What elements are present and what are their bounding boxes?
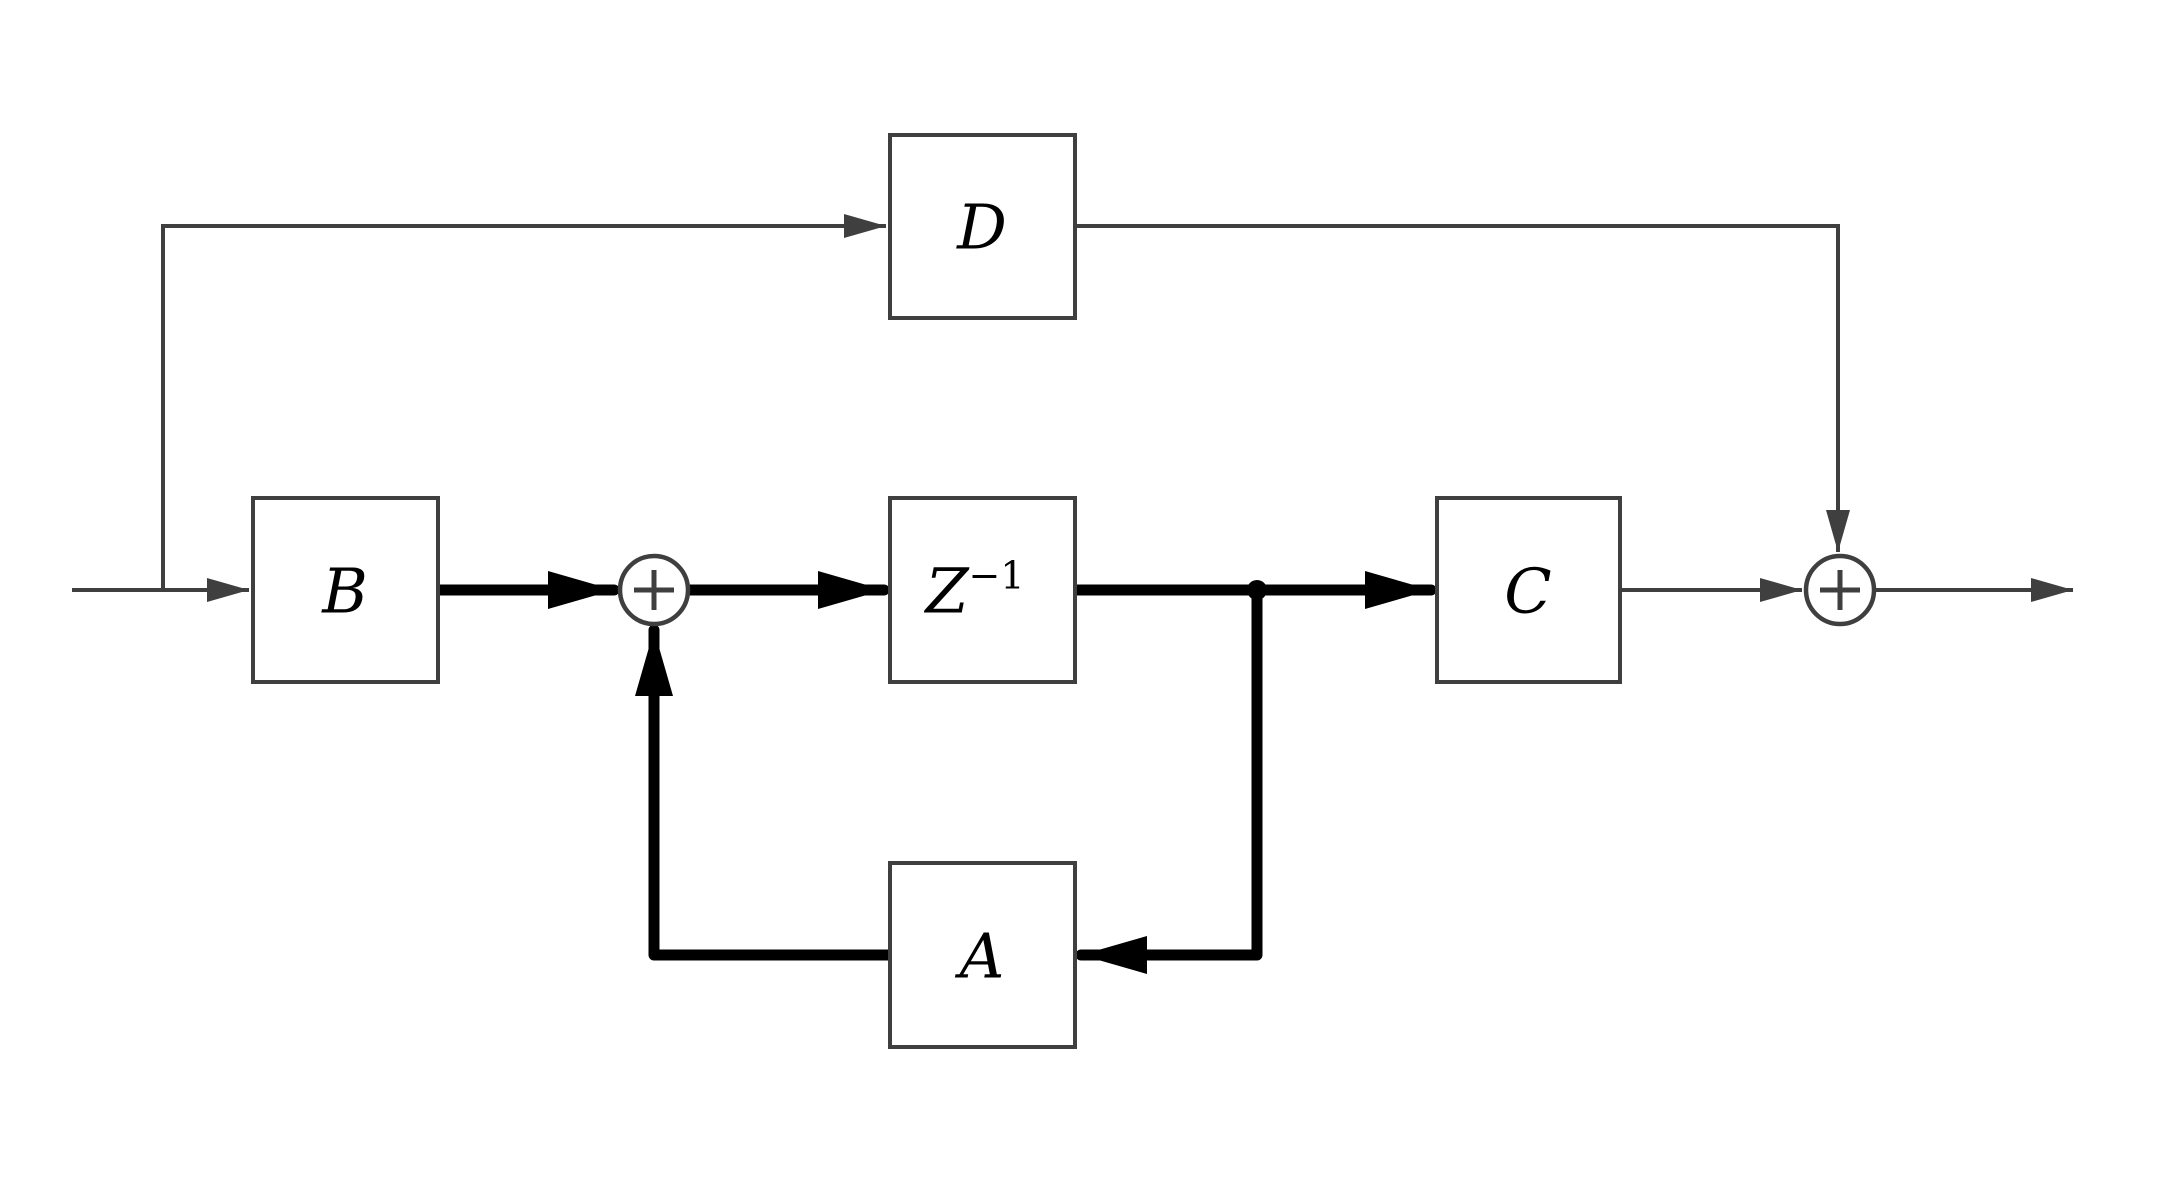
block-C: C <box>1435 496 1622 684</box>
block-A-box <box>888 861 1077 1049</box>
block-A: A <box>888 861 1077 1049</box>
block-A-label: A <box>955 919 1005 992</box>
block-B-box <box>251 496 440 684</box>
block-D-box <box>888 133 1077 320</box>
block-delay-box <box>888 496 1077 684</box>
branch-node-dot <box>1247 580 1267 600</box>
connector-A-to-sum-left <box>635 624 896 961</box>
block-delay: Z−1 <box>888 496 1077 684</box>
sum-junction-left <box>617 553 691 627</box>
block-D: D <box>888 133 1077 320</box>
block-delay-label: Z−1 <box>923 553 1024 627</box>
block-delay-exponent: −1 <box>969 553 1025 597</box>
connector-D-to-sum-right <box>1075 224 1850 552</box>
block-C-box <box>1435 496 1622 684</box>
plus-icon <box>1820 570 1860 610</box>
plus-icon <box>634 570 674 610</box>
connector-branch-to-D <box>161 214 886 590</box>
connector-feedback-to-A <box>1075 584 1263 974</box>
block-B-label: B <box>321 554 368 627</box>
block-C-label: C <box>1504 554 1551 627</box>
block-B: B <box>251 496 440 684</box>
block-delay-base: Z <box>923 554 969 627</box>
sum-junction-right <box>1803 553 1877 627</box>
block-D-label: D <box>956 190 1007 263</box>
